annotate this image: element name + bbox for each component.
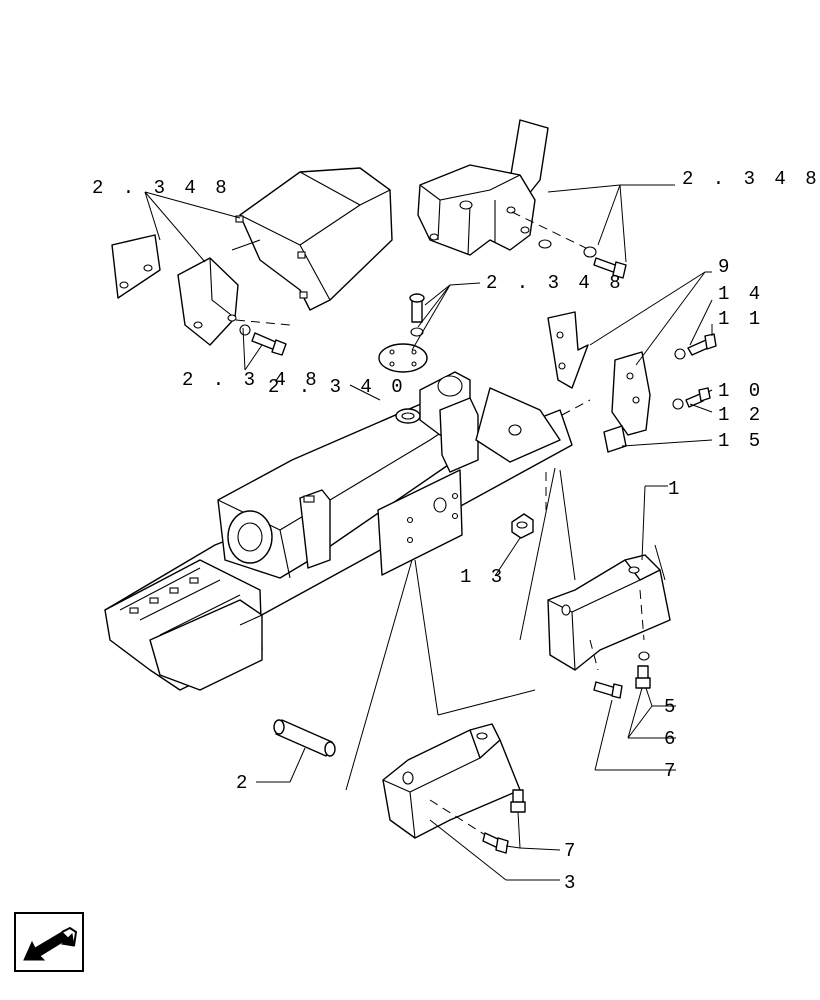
nut-part-13: [511, 472, 547, 539]
part-5-label: 5: [664, 696, 679, 718]
bolts-parts-5-6-7: [593, 651, 651, 699]
bolt-washer-parts-10-12: [672, 387, 711, 410]
ref-2340-label: 2 . 3 4 0: [268, 376, 407, 398]
support-block-part-1: [547, 554, 671, 671]
support-block-part-3: [382, 723, 521, 839]
part-7-bottom-label: 7: [564, 840, 579, 862]
upper-right-support-bracket: [417, 119, 591, 256]
bolt-washer-parts-11-14: [674, 333, 717, 360]
part-15-label: 1 5: [718, 430, 764, 452]
ref-2348-bottom-left-label: 2 . 3 4 8: [182, 369, 321, 391]
upper-left-cover: [231, 167, 393, 311]
bolt-washer-upper-right: [583, 246, 627, 279]
part-14-label: 1 4: [718, 283, 764, 305]
small-side-bracket-a: [547, 311, 589, 389]
part-11-label: 1 1: [718, 308, 764, 330]
ref-2348-middle-label: 2 . 3 4 8: [486, 272, 625, 294]
ref-2348-top-right-label: 2 . 3 4 8: [682, 168, 820, 190]
part-2-label: 2: [236, 772, 251, 794]
part-6-label: 6: [664, 728, 679, 750]
ref-2348-top-left-label: 2 . 3 4 8: [92, 177, 231, 199]
small-side-bracket-b: [611, 351, 651, 436]
main-frame: [104, 371, 573, 691]
part-9-label: 9: [718, 256, 733, 278]
left-angle-bracket: [177, 257, 291, 346]
explosion-lines: [345, 467, 666, 791]
part-7-right-label: 7: [664, 760, 679, 782]
left-plate-bracket: [111, 234, 161, 299]
part-10-label: 1 0: [718, 380, 764, 402]
bolts-part-7-front: [482, 789, 526, 854]
part-12-label: 1 2: [718, 404, 764, 426]
arrow-icon[interactable]: [14, 912, 84, 972]
clip-part-15: [603, 425, 627, 453]
part-1-label: 1: [668, 478, 683, 500]
leader-lines: [144, 184, 713, 881]
part-13-label: 1 3: [460, 566, 506, 588]
callout-labels: 2 . 3 4 8 2 . 3 4 8 2 . 3 4 8 2 . 3 4 8 …: [92, 168, 820, 894]
pin-part-2: [273, 719, 336, 757]
bolt-washer-upper-left: [239, 324, 287, 356]
center-bolt-and-plate: [378, 293, 428, 373]
part-3-label: 3: [564, 872, 579, 894]
